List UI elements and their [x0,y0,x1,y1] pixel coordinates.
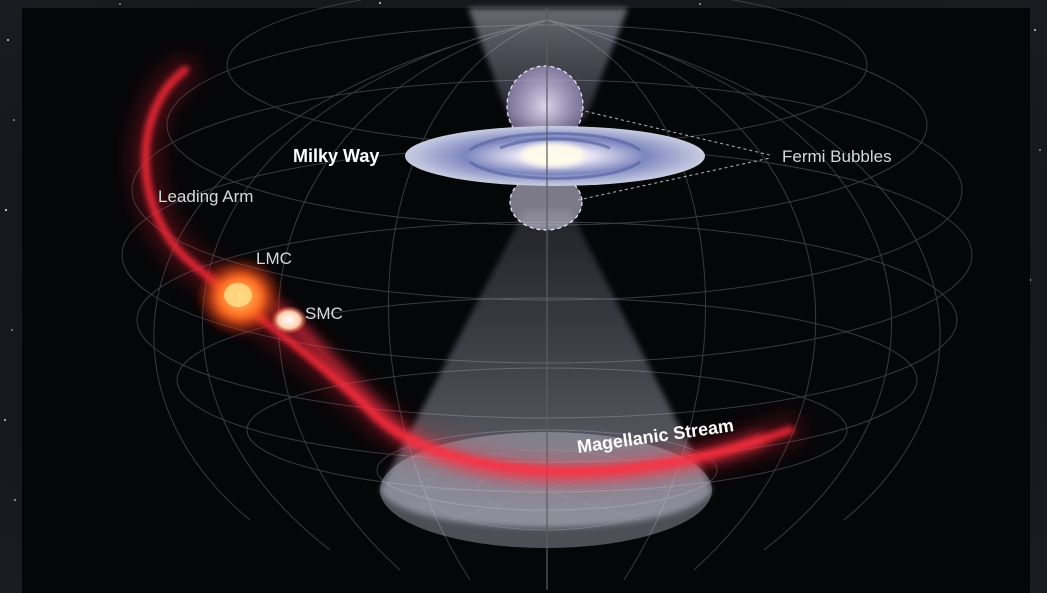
fermi-bubble-lower [509,173,583,231]
leading-arm-label: Leading Arm [158,187,253,206]
smc-label: SMC [305,304,343,323]
galactic-core [521,143,585,167]
upper-outflow-cone [468,8,628,120]
lmc-core [224,283,252,307]
lmc-label: LMC [256,249,292,268]
fermi-bubbles-label: Fermi Bubbles [782,147,892,166]
galaxy-spiral-arms [469,132,641,180]
magellanic-stream [134,59,801,483]
smc-galaxy [271,306,307,334]
fermi-bubble-upper [506,65,584,147]
milky-way-label: Milky Way [293,146,379,166]
fermi-pointer-lines [577,109,771,201]
